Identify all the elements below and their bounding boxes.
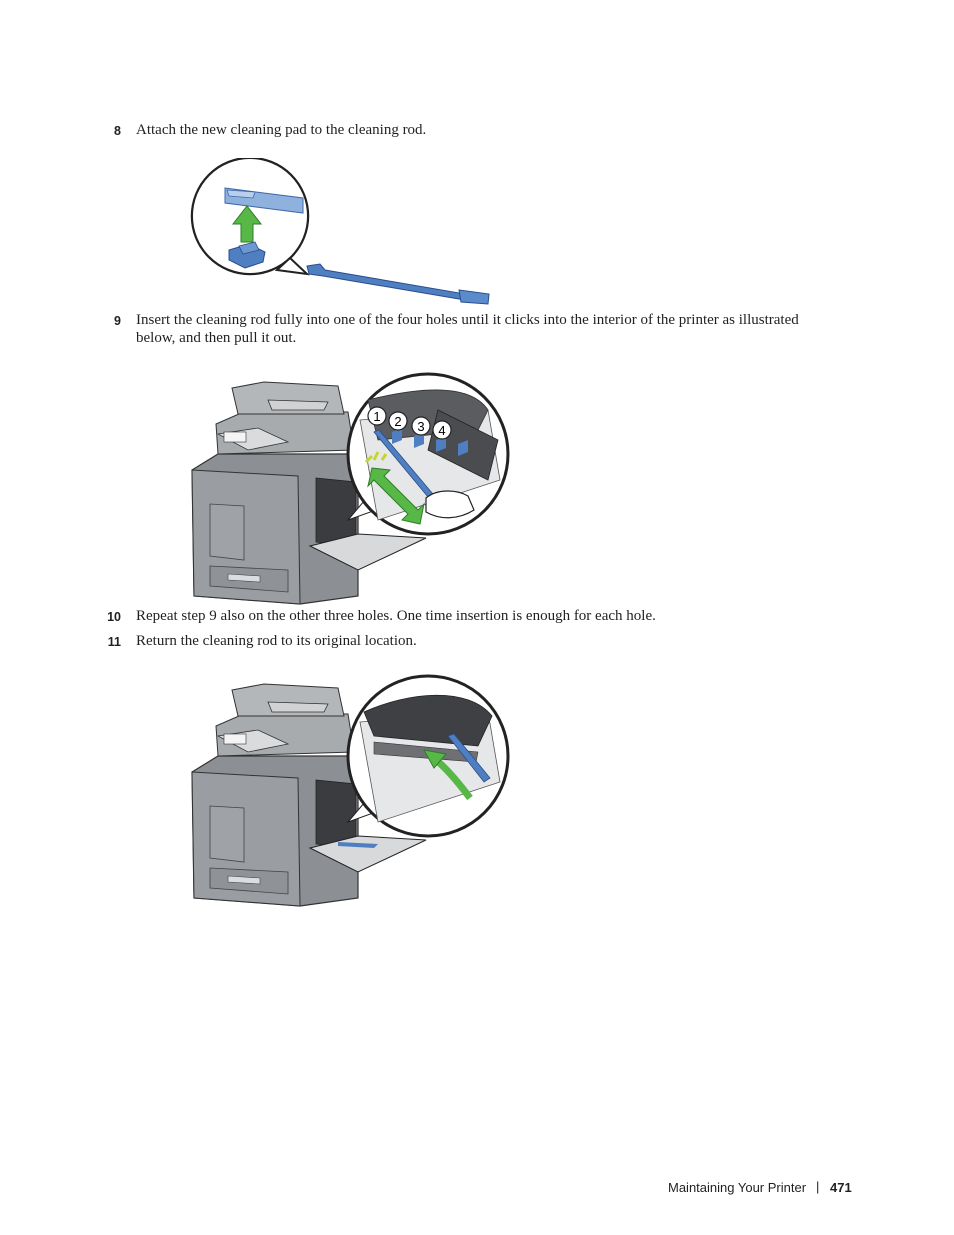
step-number: 11 [107,635,121,649]
click-marks-icon [364,451,388,464]
figure-insert-cleaning-rod: 1 2 3 4 [191,372,510,605]
rod-end-closeup [224,187,304,214]
insert-pull-arrow-icon [367,467,425,525]
step-text-line-1: Insert the cleaning rod fully into one o… [136,312,799,328]
step-text: Return the cleaning rod to its original … [136,633,417,649]
printer-illustration [191,381,427,605]
page-number: 471 [830,1180,852,1195]
step-text: Attach the new cleaning pad to the clean… [136,122,427,138]
figure-return-cleaning-rod [191,674,510,907]
svg-text:4: 4 [438,423,445,438]
hand-illustration [425,490,475,519]
hole-callout-3: 3 [411,416,431,436]
step-number: 9 [114,314,121,328]
footer-section-title: Maintaining Your Printer [668,1180,807,1195]
hole-callout-2: 2 [388,411,408,431]
return-arrow-icon [423,749,473,801]
step-number: 10 [107,610,121,624]
page-footer: Maintaining Your Printer | 471 [668,1179,852,1195]
svg-text:2: 2 [394,414,401,429]
svg-text:3: 3 [417,419,424,434]
svg-text:1: 1 [373,409,380,424]
cleaning-rod [447,733,491,783]
footer-separator: | [816,1179,820,1194]
cleaning-holes [392,428,468,456]
cleaning-rod [306,263,490,305]
printer-illustration [191,683,427,907]
hole-callout-1: 1 [367,406,387,426]
hole-callout-4: 4 [432,420,452,440]
step-text-line-2: below, and then pull it out. [136,330,297,346]
up-arrow-icon [231,205,263,243]
figure-attach-cleaning-pad [190,158,490,305]
step-number: 8 [114,124,121,138]
cleaning-pad [228,241,266,269]
step-text: Repeat step 9 also on the other three ho… [136,608,656,624]
